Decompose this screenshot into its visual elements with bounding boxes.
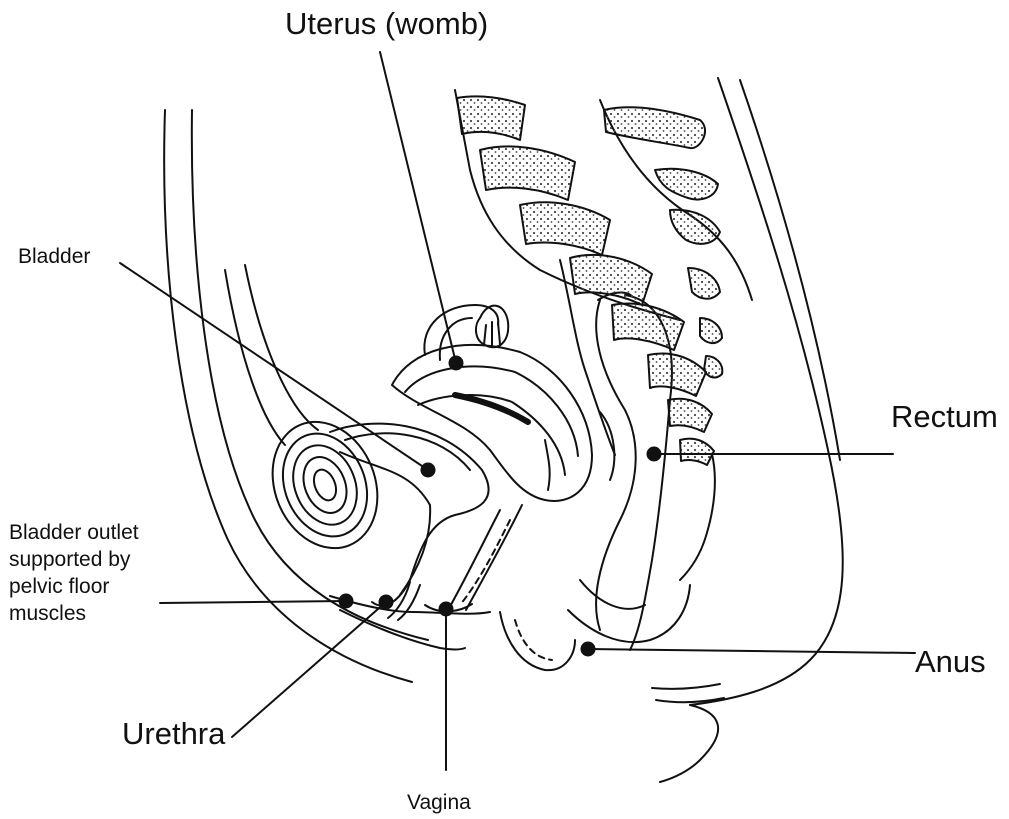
ovary (424, 305, 508, 360)
bladder-leader-line (120, 263, 428, 470)
rectum-label: Rectum (891, 401, 998, 432)
anus-pointer-dot (581, 642, 596, 657)
uterus-leader-line (380, 52, 456, 363)
vagina-label: Vagina (407, 792, 471, 813)
vagina (425, 505, 522, 611)
bladder-label: Bladder (18, 246, 90, 267)
pubic-bone (225, 265, 396, 564)
vagina-pointer-dot (439, 602, 454, 617)
bladder-pointer-dot (421, 463, 436, 478)
anus-label: Anus (915, 646, 986, 677)
urethra-label: Urethra (122, 718, 225, 749)
bladder-outlet-label: Bladder outlet supported by pelvic floor… (9, 519, 184, 627)
outlet-leader-line (160, 601, 346, 603)
urethra-pointer-dot (379, 595, 394, 610)
uterus-pointer-dot (449, 356, 464, 371)
uterus-label: Uterus (womb) (285, 8, 488, 39)
outlet-pointer-dot (339, 594, 354, 609)
uterus (392, 345, 592, 501)
rectum-pointer-dot (647, 447, 662, 462)
anus-leader-line (588, 649, 915, 653)
urethra-leader-line (232, 602, 386, 737)
